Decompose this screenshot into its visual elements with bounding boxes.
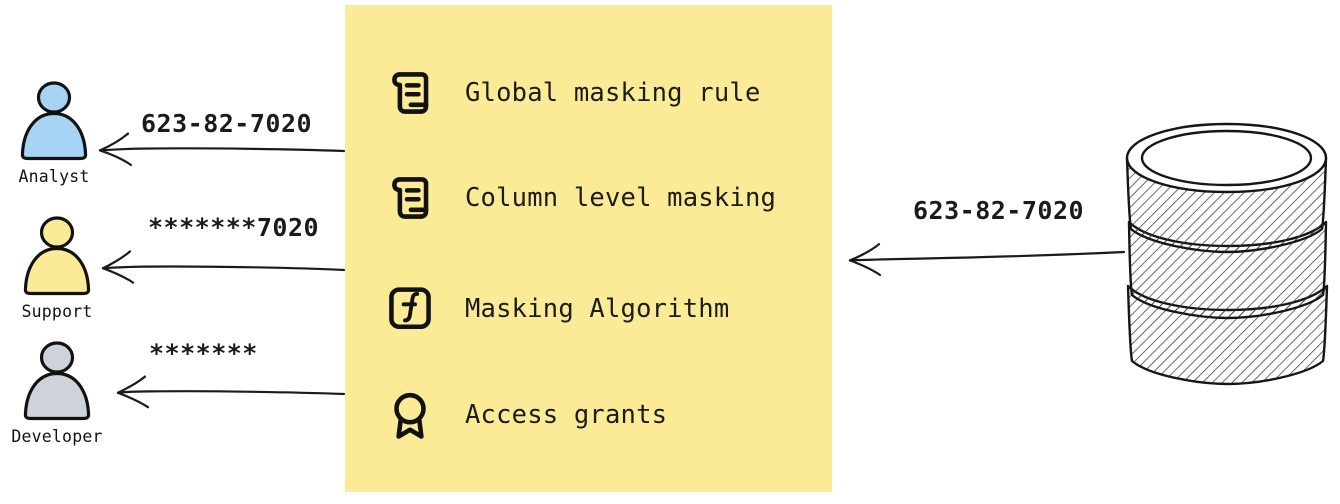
scroll-icon bbox=[392, 177, 429, 219]
database-cylinder-icon[interactable] bbox=[1120, 118, 1335, 398]
actor-label-analyst: Analyst bbox=[18, 167, 90, 186]
actor-label-developer: Developer bbox=[11, 427, 103, 446]
arrow-to-support bbox=[101, 250, 346, 284]
policy-panel: Global masking rule Column level masking bbox=[345, 5, 832, 492]
policy-item-label: Access grants bbox=[465, 400, 668, 430]
flow-label-support: *******7020 bbox=[148, 213, 320, 242]
policy-item-label: Masking Algorithm bbox=[465, 294, 730, 324]
policy-item-access-grants[interactable]: Access grants bbox=[383, 385, 667, 445]
actor-analyst[interactable]: Analyst bbox=[0, 78, 108, 186]
function-box-icon bbox=[389, 287, 431, 329]
flow-label-developer: ******* bbox=[149, 339, 258, 368]
policy-item-column-level-masking[interactable]: Column level masking bbox=[383, 168, 776, 228]
actor-developer[interactable]: Developer bbox=[3, 338, 111, 446]
flow-label-analyst: 623-82-7020 bbox=[141, 109, 313, 138]
policy-item-label: Column level masking bbox=[465, 183, 777, 213]
person-icon bbox=[20, 81, 88, 161]
award-badge-icon bbox=[394, 392, 426, 439]
actor-label-support: Support bbox=[21, 302, 93, 321]
arrow-to-developer bbox=[116, 375, 346, 409]
arrow-to-analyst bbox=[98, 132, 346, 167]
policy-item-global-masking-rule[interactable]: Global masking rule bbox=[383, 63, 761, 123]
scroll-icon bbox=[392, 72, 429, 114]
flow-label-database: 623-82-7020 bbox=[913, 196, 1085, 225]
person-icon bbox=[23, 216, 91, 296]
actor-support[interactable]: Support bbox=[3, 213, 111, 321]
person-icon bbox=[23, 341, 91, 421]
policy-item-masking-algorithm[interactable]: Masking Algorithm bbox=[383, 279, 729, 339]
policy-item-label: Global masking rule bbox=[465, 78, 761, 108]
arrow-database-to-panel bbox=[848, 243, 1126, 277]
